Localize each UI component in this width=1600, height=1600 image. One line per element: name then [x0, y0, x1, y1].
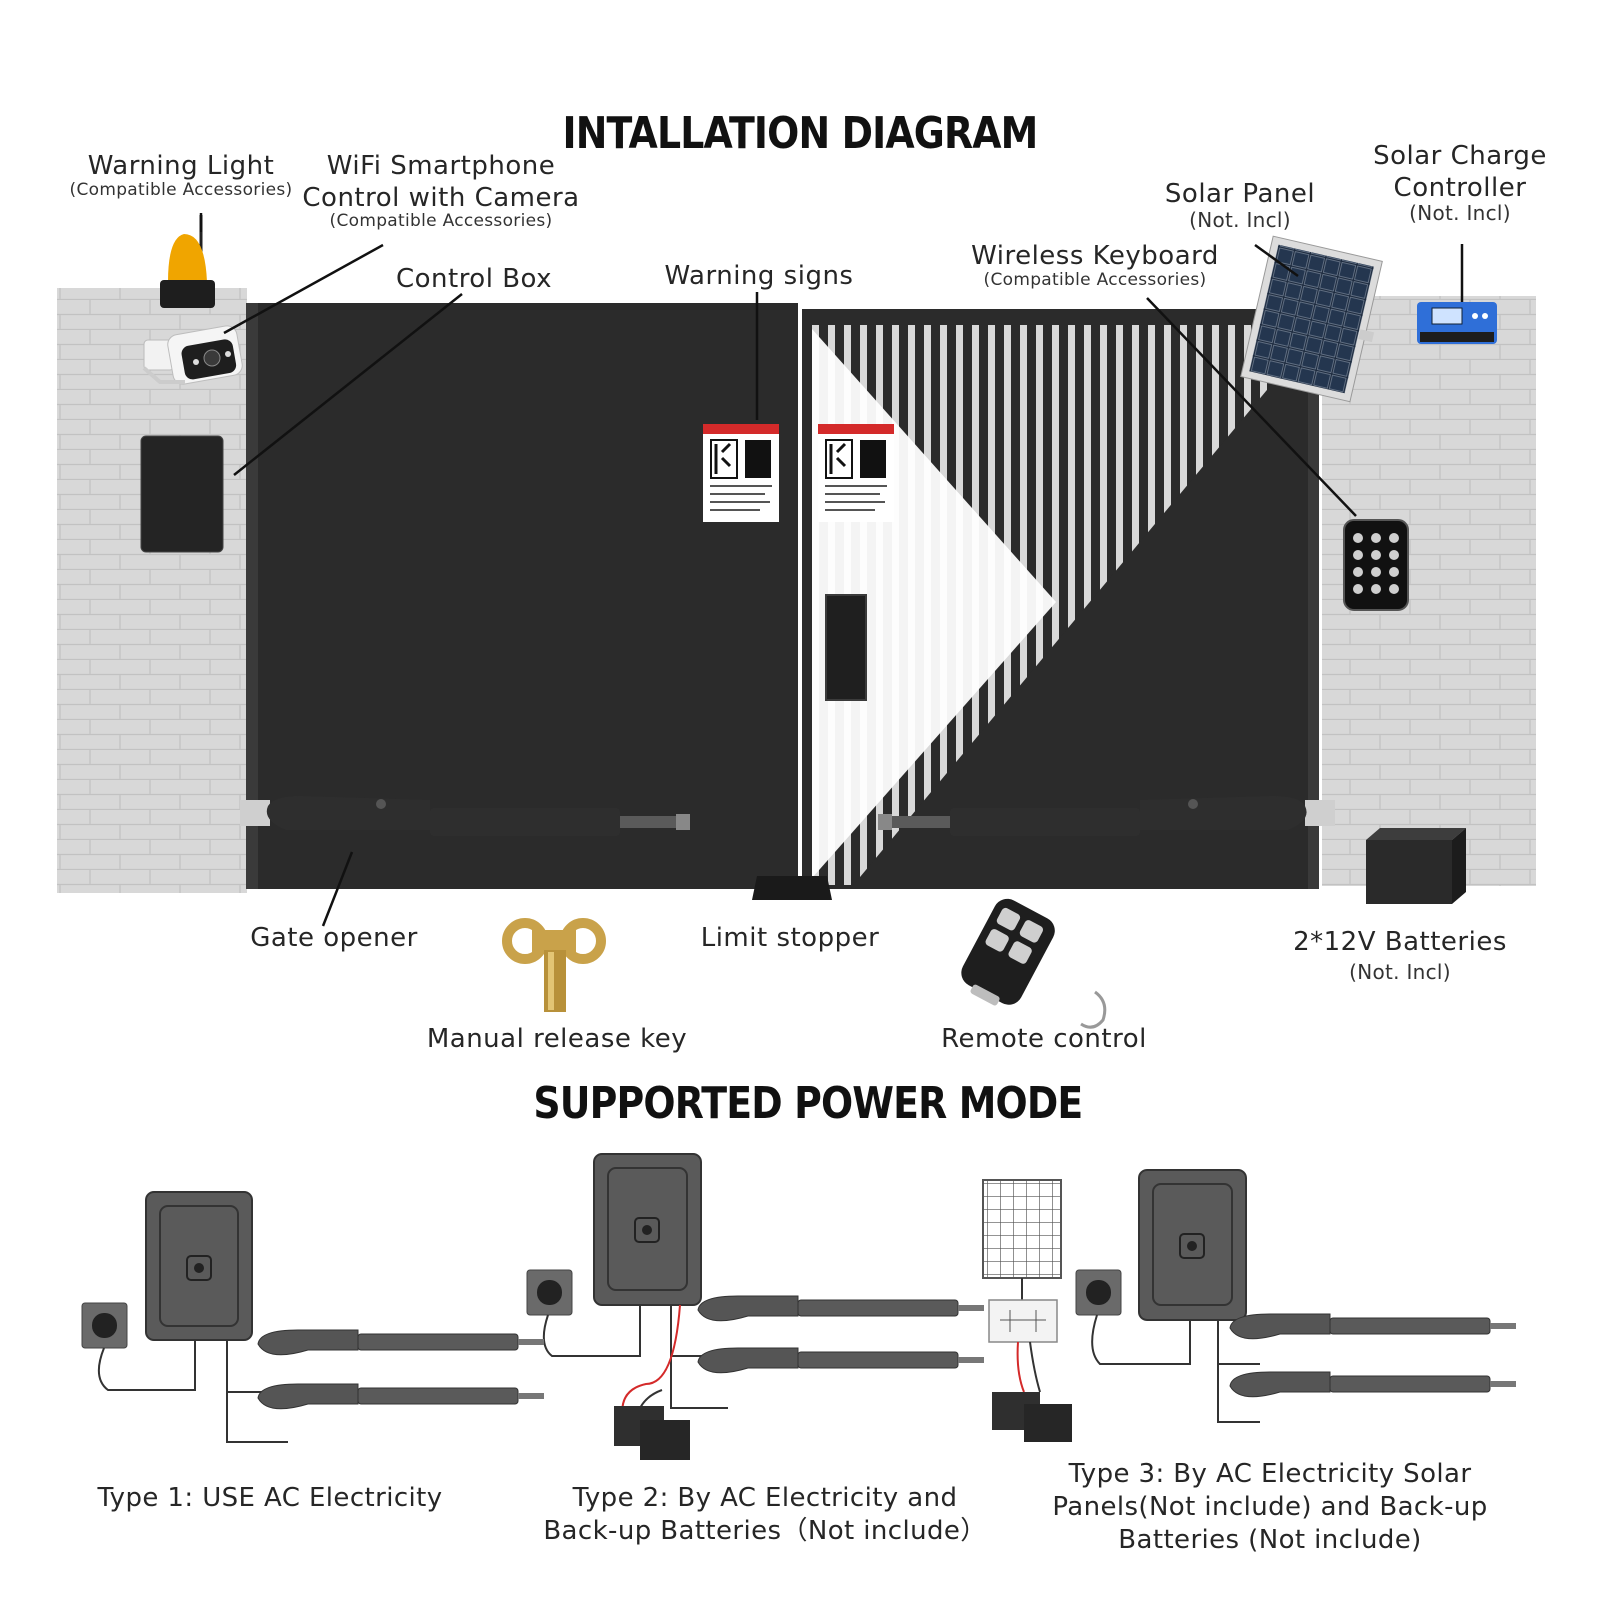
keypad-key	[1371, 567, 1381, 577]
power-mode-type1-caption: Type 1: USE AC Electricity	[97, 1483, 443, 1513]
gate-left-leaf	[246, 303, 798, 889]
batteries-label: 2*12V Batteries (Not. Incl)	[1293, 927, 1507, 984]
control-box-icon	[140, 435, 224, 553]
installation-diagram-heading: INTALLATION DIAGRAM	[562, 108, 1039, 159]
actuator-arm-icon	[1229, 1313, 1516, 1340]
gate-handle	[825, 594, 867, 701]
solar-panel-icon	[1240, 235, 1383, 403]
power-mode-type2-illustration	[526, 1153, 728, 1460]
power-mode-type2-caption: Type 2: By AC Electricity and Back-up Ba…	[543, 1483, 987, 1546]
actuator-arm-icon	[697, 1295, 984, 1322]
warning-light-icon	[160, 215, 215, 308]
actuator-arm-icon	[1229, 1371, 1516, 1398]
gate-opener-label: Gate opener	[250, 923, 418, 953]
actuator-arm-icon	[257, 1329, 544, 1356]
actuator-arm-icon	[257, 1383, 544, 1410]
keypad-key	[1389, 567, 1399, 577]
gate-opener-right	[878, 796, 1335, 836]
power-mode-type3-caption: Type 3: By AC Electricity Solar Panels(N…	[1052, 1459, 1488, 1555]
power-mode-heading: SUPPORTED POWER MODE	[533, 1078, 1083, 1129]
solar-charge-controller-label: Solar Charge Controller (Not. Incl)	[1373, 141, 1547, 226]
wireless-keypad-icon	[1343, 519, 1409, 611]
remote-control-label: Remote control	[941, 1024, 1147, 1054]
wifi-camera-icon	[142, 325, 243, 385]
warning-signs-label: Warning signs	[664, 261, 854, 291]
type3-batteries-icon	[992, 1392, 1072, 1442]
keypad-key	[1371, 584, 1381, 594]
warning-sign-left	[703, 424, 779, 522]
solar-charge-controller-icon	[1417, 302, 1497, 344]
control-box-label: Control Box	[395, 264, 553, 294]
left-brick-pillar	[57, 288, 247, 893]
keypad-key	[1389, 533, 1399, 543]
keypad-key	[1389, 584, 1399, 594]
remote-control-icon	[961, 898, 1107, 1029]
gate-opener-left	[240, 796, 690, 836]
wireless-keyboard-label: Wireless Keyboard (Compatible Accessorie…	[971, 241, 1219, 290]
keypad-key	[1371, 533, 1381, 543]
battery-icon	[1366, 828, 1466, 904]
manual-release-key-icon	[502, 918, 606, 1012]
limit-stopper-icon	[752, 876, 832, 900]
manual-release-key-label: Manual release key	[426, 1024, 688, 1054]
power-mode-type3-illustration	[982, 1169, 1260, 1442]
keypad-key	[1353, 584, 1363, 594]
keypad-key	[1371, 550, 1381, 560]
warning-light-label: Warning Light (Compatible Accessories)	[69, 151, 293, 200]
wifi-camera-label: WiFi Smartphone Control with Camera (Com…	[302, 151, 580, 232]
gate-bar	[1052, 325, 1059, 885]
type3-charge-controller-icon	[988, 1299, 1058, 1343]
actuator-arm-icon	[697, 1347, 984, 1374]
power-mode-type1-illustration	[81, 1191, 288, 1443]
gate-bar	[1068, 325, 1075, 885]
keypad-key	[1389, 550, 1399, 560]
keypad-key	[1353, 567, 1363, 577]
keypad-key	[1353, 550, 1363, 560]
callout-lines	[199, 213, 1464, 927]
solar-panel-label: Solar Panel (Not. Incl)	[1164, 179, 1316, 232]
keypad-key	[1353, 533, 1363, 543]
limit-stopper-label: Limit stopper	[700, 923, 880, 953]
type2-batteries-icon	[614, 1406, 690, 1460]
warning-sign-right	[818, 424, 894, 522]
